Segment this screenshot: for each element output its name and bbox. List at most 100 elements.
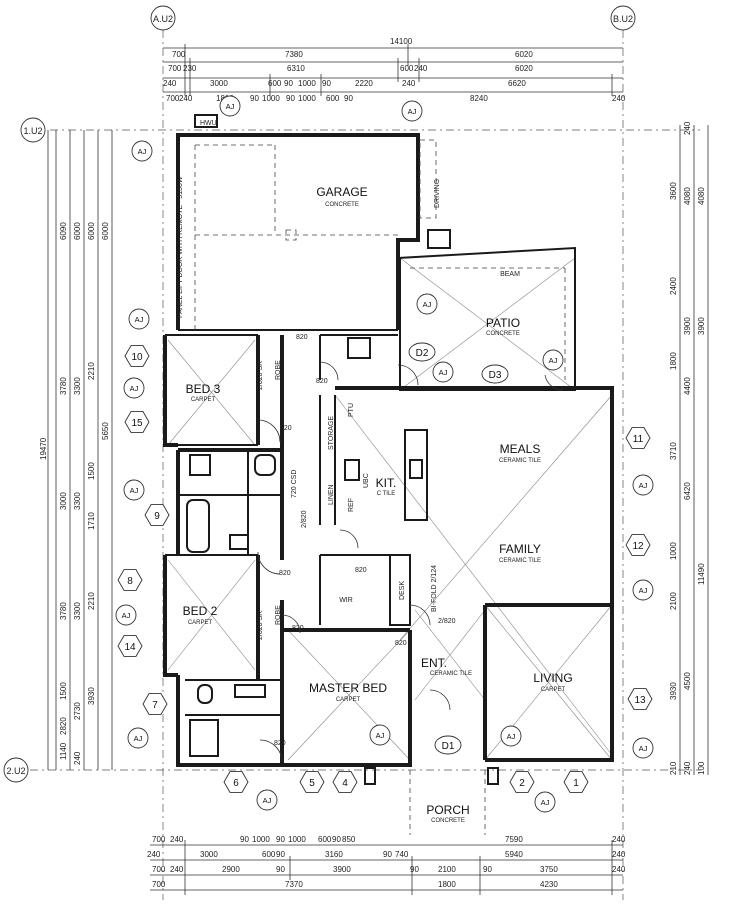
svg-text:7590: 7590 [505,835,523,844]
section-hexagon [223,771,249,793]
svg-text:3930: 3930 [87,687,96,705]
svg-text:240: 240 [170,835,184,844]
section-hexagon [124,411,150,433]
section-number: 2 [519,778,525,789]
svg-text:240: 240 [179,94,193,103]
svg-text:2730: 2730 [73,702,82,720]
svg-text:1000: 1000 [298,94,316,103]
svg-text:700: 700 [152,865,166,874]
svg-text:4400: 4400 [683,377,692,395]
right-dimensions: 240 3600 4080 4080 2400 3900 3900 1800 4… [669,121,709,775]
desk-label: DESK [399,581,406,600]
svg-text:3300: 3300 [73,377,82,395]
svg-text:11490: 11490 [697,563,706,585]
svg-text:90: 90 [322,79,331,88]
svg-text:90: 90 [410,865,419,874]
svg-text:6090: 6090 [59,222,68,240]
porch-floor: CONCRETE [431,818,465,824]
bed3-robe: ROBE [275,360,282,380]
svg-text:1000: 1000 [298,79,316,88]
svg-text:1710: 1710 [87,512,96,530]
svg-text:6420: 6420 [683,482,692,500]
svg-text:4080: 4080 [697,187,706,205]
ptu-label: PTU [348,403,355,417]
svg-text:6020: 6020 [515,64,533,73]
living-floor: CARPET [541,687,566,693]
section-number: 10 [131,352,143,363]
ubc-label: UBC [363,473,370,488]
svg-text:6020: 6020 [515,50,533,59]
section-number: 6 [233,778,239,789]
svg-text:5650: 5650 [101,422,110,440]
section-number: 1 [573,778,579,789]
bed3-label: BED 3 [186,382,221,396]
svg-text:3600: 3600 [669,182,678,200]
ent-label: ENT. [421,656,447,670]
section-hexagon [117,569,143,591]
aj-label: AJ [130,486,139,495]
svg-text:3750: 3750 [540,865,558,874]
section-number: 14 [124,642,136,653]
svg-text:6000: 6000 [87,222,96,240]
svg-text:1500: 1500 [87,462,96,480]
house-walls [163,334,614,767]
svg-text:3930: 3930 [669,682,678,700]
aj-label: AJ [507,732,516,741]
bed2-label: BED 2 [183,604,218,618]
aj-bubble [123,479,145,501]
svg-text:600: 600 [326,94,340,103]
section-hexagon [625,427,651,449]
door-d3: D3 [489,370,502,381]
porch-label: PORCH [426,803,469,817]
section-number: 8 [127,576,133,587]
svg-text:90: 90 [483,865,492,874]
svg-text:3000: 3000 [210,79,228,88]
svg-text:600: 600 [400,64,414,73]
svg-text:3300: 3300 [73,602,82,620]
section-hexagon [144,504,170,526]
svg-text:100: 100 [697,761,706,775]
svg-text:240: 240 [163,79,177,88]
svg-text:3900: 3900 [333,865,351,874]
svg-text:230: 230 [183,64,197,73]
svg-text:2210: 2210 [87,592,96,610]
svg-text:3300: 3300 [73,492,82,510]
aj-label: AJ [135,315,144,324]
svg-text:3160: 3160 [325,850,343,859]
aj-bubble [416,293,438,315]
svg-text:90: 90 [332,835,341,844]
svg-text:90: 90 [276,865,285,874]
svg-text:6310: 6310 [287,64,305,73]
kit-label: KIT. [376,476,397,490]
svg-text:2100: 2100 [669,592,678,610]
svg-text:700: 700 [152,835,166,844]
svg-text:820: 820 [316,378,328,385]
svg-text:1800: 1800 [438,880,456,889]
aj-bubble [401,100,423,122]
aj-bubble [534,791,556,813]
section-number: 13 [634,695,646,706]
svg-text:3780: 3780 [59,602,68,620]
section-number: 11 [633,434,644,445]
aj-bubble [123,377,145,399]
svg-text:240: 240 [612,835,626,844]
linen-label: LINEN [328,484,335,505]
svg-text:820: 820 [395,640,407,647]
patio-label: PATIO [486,316,520,330]
room-labels: BED 3 CARPET 2/820 SR ROBE KIT. C TILE S… [183,360,573,824]
svg-text:1800: 1800 [669,352,678,370]
svg-text:3780: 3780 [59,377,68,395]
master-floor: CARPET [336,697,361,703]
aj-bubble [632,474,654,496]
patio-floor: CONCRETE [486,331,520,337]
grid-bubble-a: A.U2 [150,5,176,31]
svg-text:6620: 6620 [508,79,526,88]
svg-text:240: 240 [612,865,626,874]
garage: GARAGE CONCRETE PANEL LIFT DOOR WITH REM… [176,114,451,331]
ent-floor: CERAMIC TILE [430,671,472,677]
aj-label: AJ [439,368,448,377]
aj-label: AJ [639,744,648,753]
svg-text:820: 820 [296,334,308,341]
svg-text:90: 90 [276,835,285,844]
svg-text:1000: 1000 [252,835,270,844]
